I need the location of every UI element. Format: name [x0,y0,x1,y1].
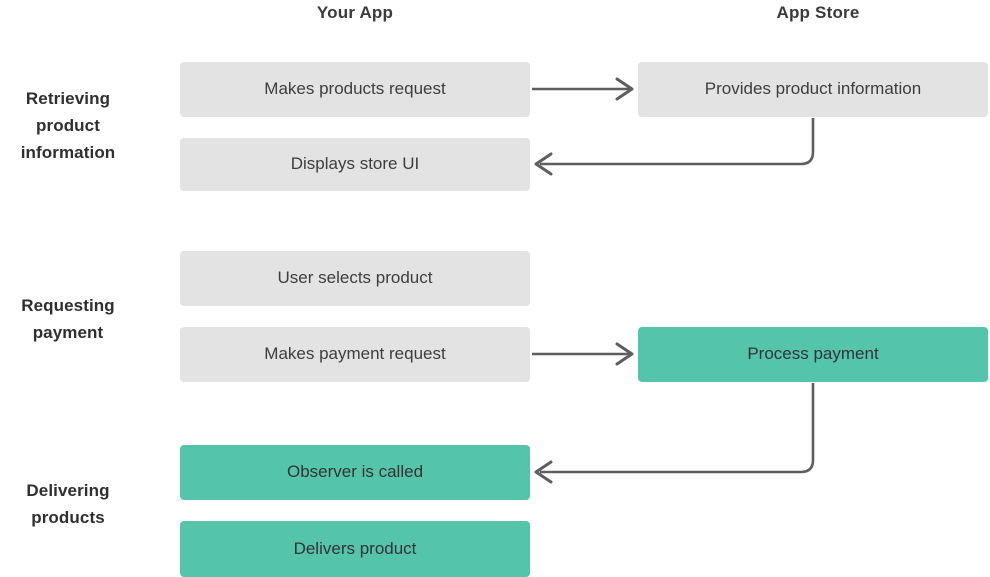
node-makes-products-request: Makes products request [180,62,530,117]
arrow-provides-product-information-to-displays-store-ui [534,118,815,176]
node-observer-is-called: Observer is called [180,445,530,500]
column-header-app-store: App Store [776,3,860,22]
section-label-line: products [31,508,105,527]
section-label-delivering-products: Delivering products [0,477,138,531]
node-provides-product-information: Provides product information [638,62,988,117]
node-displays-store-ui: Displays store UI [180,138,530,191]
section-label-line: information [20,143,116,162]
node-process-payment: Process payment [638,327,988,382]
section-label-line: product [36,116,100,135]
arrow-makes-products-request-to-provides-product-information [532,77,634,101]
node-user-selects-product: User selects product [180,251,530,306]
section-label-retrieving-product-information: Retrieving product information [0,85,138,166]
section-label-line: payment [32,323,104,342]
section-label-line: Retrieving [25,89,111,108]
arrow-process-payment-to-observer-is-called [534,383,815,484]
node-makes-payment-request: Makes payment request [180,327,530,382]
column-header-your-app: Your App [316,3,394,22]
section-label-line: Delivering [26,481,110,500]
section-label-line: Requesting [21,296,115,315]
section-label-requesting-payment: Requesting payment [0,292,138,346]
node-delivers-product: Delivers product [180,521,530,577]
arrow-makes-payment-request-to-process-payment [532,342,634,366]
